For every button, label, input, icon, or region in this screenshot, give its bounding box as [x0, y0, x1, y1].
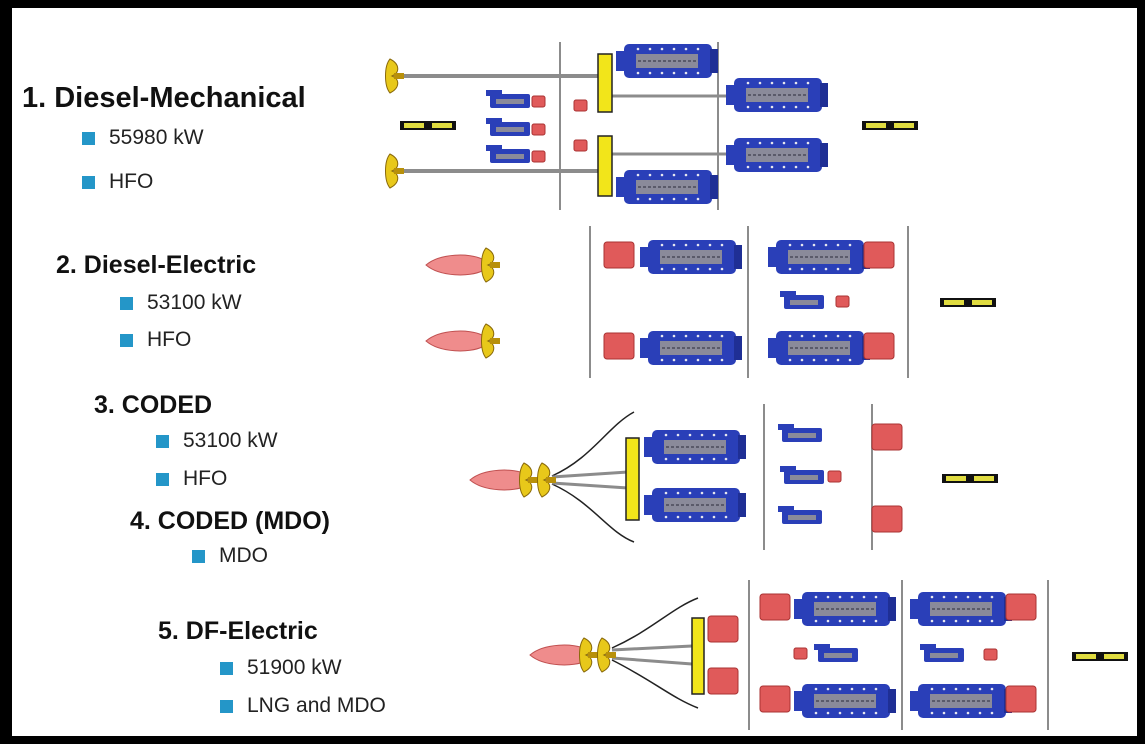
- bullet-square-icon: [220, 699, 233, 713]
- bullet-text: 51900 kW: [247, 656, 342, 679]
- config-4-heading: 4. CODED (MDO): [130, 507, 330, 535]
- bullet-square-icon: [220, 661, 233, 675]
- bullet-text: HFO: [183, 467, 228, 490]
- config-2-bullet-fuel: HFO: [120, 328, 191, 352]
- bullet-text: HFO: [109, 170, 154, 193]
- bullet-text: 53100 kW: [147, 291, 242, 314]
- config-3-diagram: [469, 404, 998, 550]
- config-5-bullet-power: 51900 kW: [220, 656, 342, 680]
- config-5-bullet-fuel: LNG and MDO: [220, 694, 386, 718]
- bullet-text: MDO: [219, 544, 268, 567]
- config-5-heading: 5. DF-Electric: [158, 617, 318, 645]
- bullet-square-icon: [120, 296, 133, 310]
- bullet-square-icon: [156, 434, 169, 448]
- bullet-text: LNG and MDO: [247, 694, 386, 717]
- bullet-text: HFO: [147, 328, 192, 351]
- config-3-heading: 3. CODED: [94, 391, 213, 419]
- bullet-square-icon: [156, 472, 169, 486]
- config-2-bullet-power: 53100 kW: [120, 291, 242, 315]
- bullet-square-icon: [82, 131, 95, 145]
- diagram-frame: 1. Diesel-Mechanical 55980 kW HFO 2. Die…: [12, 8, 1137, 736]
- config-2-diagram: [425, 226, 996, 378]
- bullet-text: 53100 kW: [183, 429, 278, 452]
- bullet-square-icon: [82, 175, 95, 189]
- bullet-text: 55980 kW: [109, 126, 204, 149]
- config-1-heading: 1. Diesel-Mechanical: [22, 82, 306, 114]
- config-5-diagram: [529, 580, 1128, 730]
- config-4-bullet-fuel: MDO: [192, 544, 268, 568]
- bullet-square-icon: [120, 333, 133, 347]
- config-1-bullet-fuel: HFO: [82, 170, 153, 194]
- config-1-bullet-power: 55980 kW: [82, 126, 204, 150]
- config-3-bullet-fuel: HFO: [156, 467, 227, 491]
- config-2-heading: 2. Diesel-Electric: [56, 251, 257, 279]
- config-3-bullet-power: 53100 kW: [156, 429, 278, 453]
- bullet-square-icon: [192, 549, 205, 563]
- config-1-diagram: [385, 42, 918, 210]
- machinery-diagrams: [385, 42, 1128, 730]
